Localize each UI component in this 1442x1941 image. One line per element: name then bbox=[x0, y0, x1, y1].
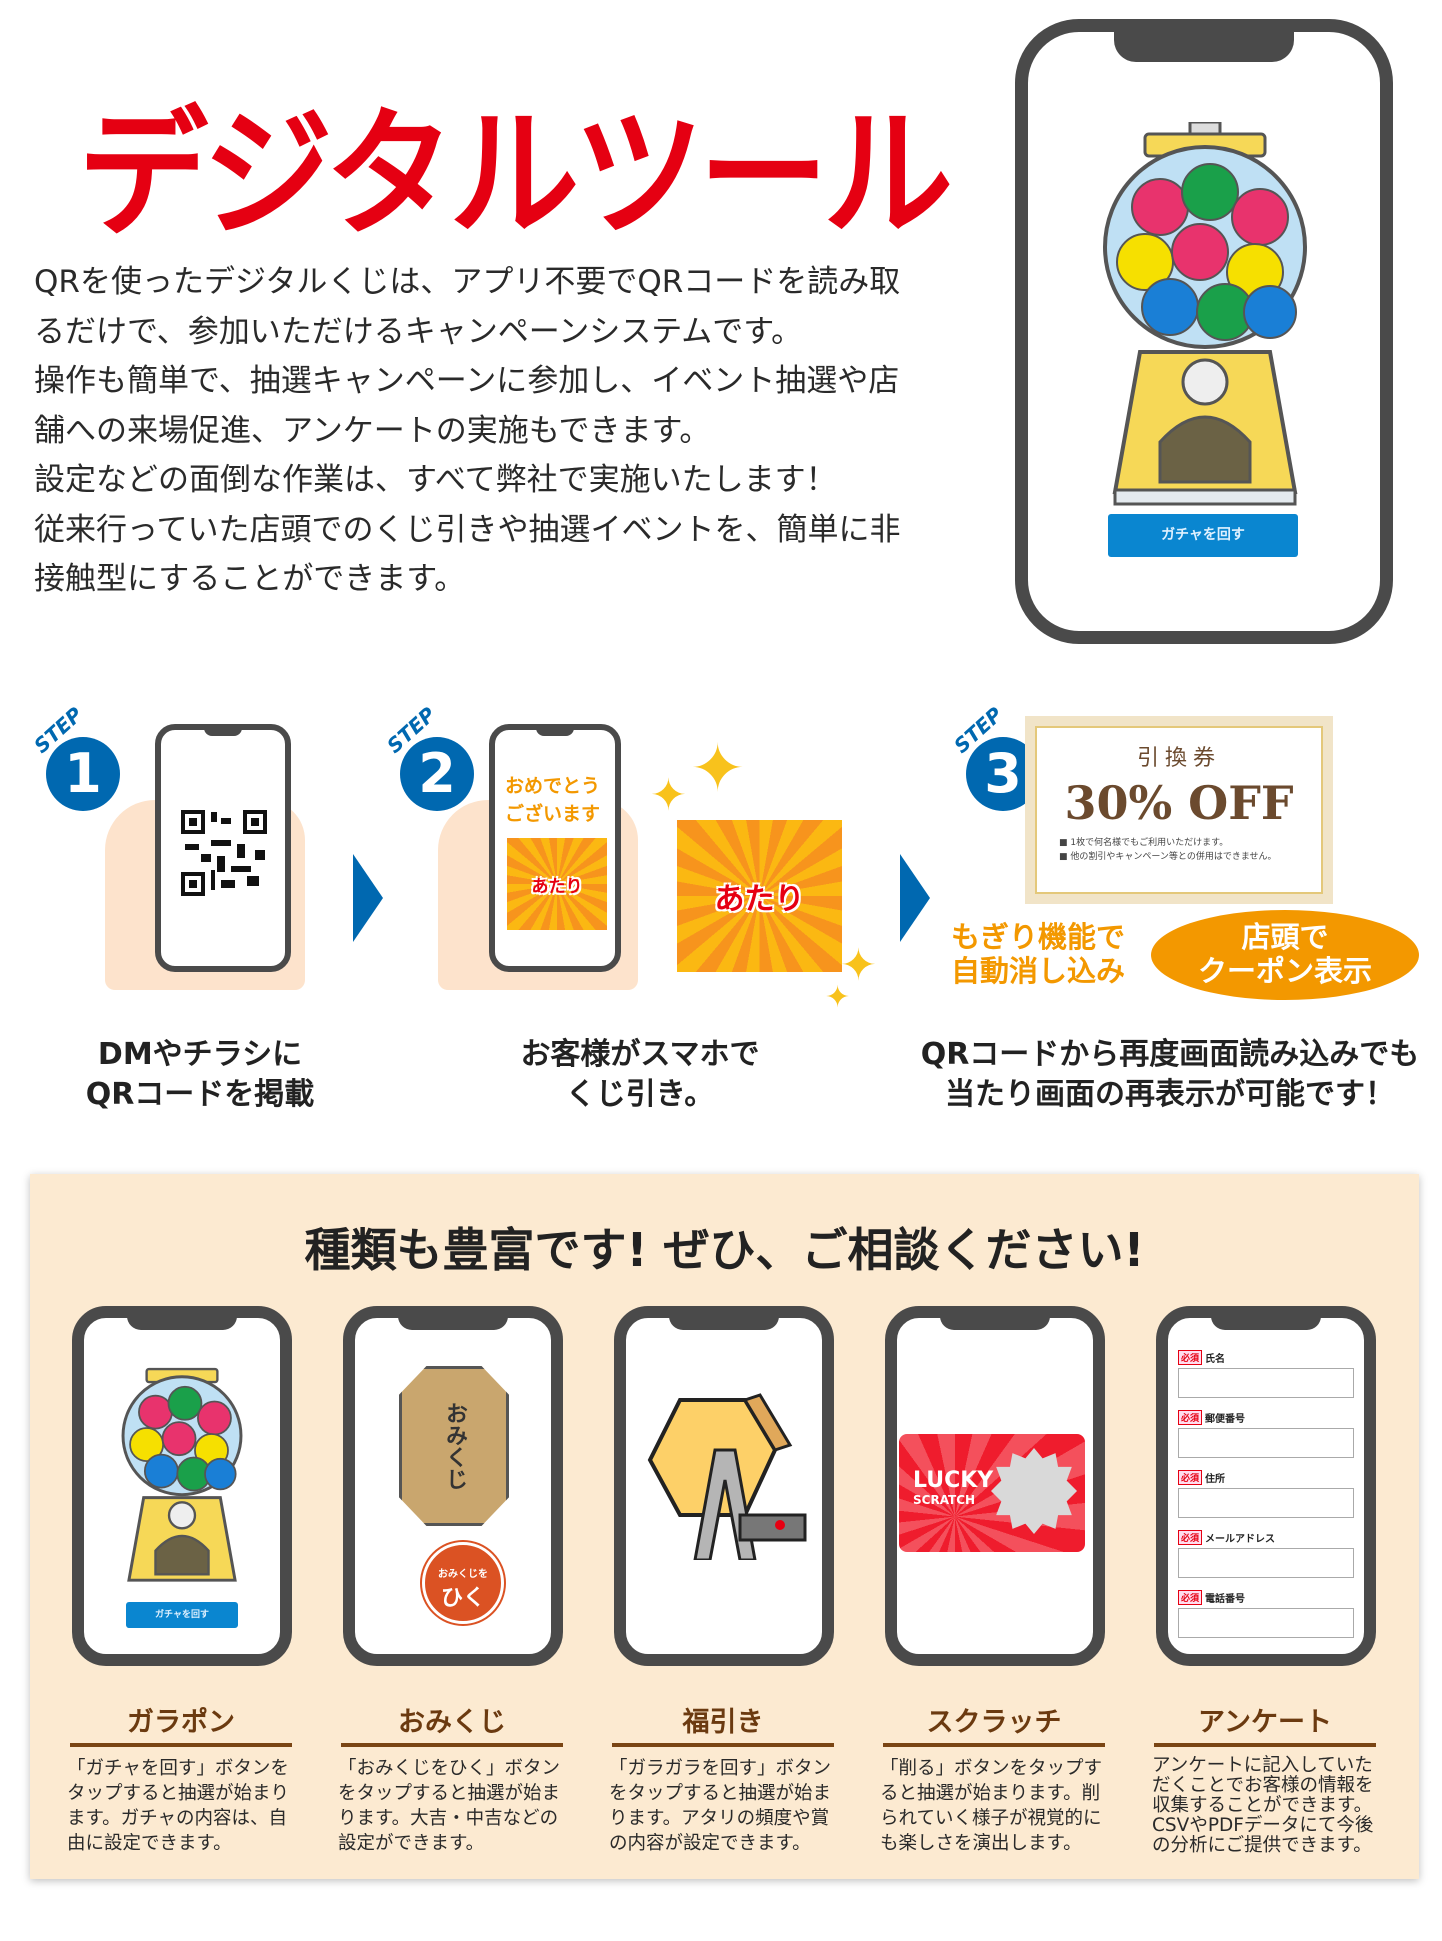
sparkle-icon: ✦ bbox=[825, 980, 851, 1015]
step-3-caption: QRコードから再度画面読み込みでも 当たり画面の再表示が可能です！ bbox=[900, 1035, 1440, 1115]
omikuji-box-label: おみくじ bbox=[442, 1402, 467, 1490]
type-label: おみくじ bbox=[341, 1700, 563, 1747]
win-burst-large: あたり bbox=[677, 820, 842, 972]
required-badge: 必須 bbox=[1178, 1530, 1203, 1545]
scratch-phone: LUCKY SCRATCH bbox=[885, 1306, 1105, 1666]
type-description: 「ガチャを回す」ボタンをタップすると抽選が始まります。ガチャの内容は、自由に設定… bbox=[67, 1758, 290, 1854]
card-line: SCRATCH bbox=[913, 1493, 976, 1507]
scratch-area[interactable] bbox=[991, 1448, 1077, 1534]
sparkle-icon: ✦ bbox=[690, 730, 746, 807]
step-1-caption: DMやチラシに QRコードを掲載 bbox=[40, 1035, 360, 1115]
gacha-machine-icon bbox=[121, 1367, 243, 1582]
draw-omikuji-button[interactable]: おみくじを ひく bbox=[422, 1542, 504, 1624]
field-label: 住所 bbox=[1205, 1474, 1226, 1485]
address-field[interactable] bbox=[1178, 1488, 1354, 1518]
page-title: デジタルツール bbox=[78, 94, 953, 257]
step-1-phone bbox=[155, 724, 291, 972]
card-line: LUCKY bbox=[913, 1468, 994, 1493]
lottery-drum-icon bbox=[647, 1393, 807, 1560]
button-line: おみくじを bbox=[438, 1569, 488, 1580]
oval-line: 店頭で bbox=[1241, 920, 1329, 954]
intro-text: QRを使ったデジタルくじは、アプリ不要でQRコードを読み取 るだけで、参加いただ… bbox=[34, 258, 994, 605]
coupon-note: ■ 他の割引やキャンペーン等との併用はできません。 bbox=[1059, 852, 1277, 862]
name-field[interactable] bbox=[1178, 1368, 1354, 1398]
intro-line: 従来行っていた店頭でのくじ引きや抽選イベントを、簡単に非 bbox=[34, 511, 901, 548]
type-description: 「ガラガラを回す」ボタンをタップすると抽選が始まります。アタリの頻度や賞の内容が… bbox=[609, 1758, 832, 1854]
feature-line: 自動消し込み bbox=[951, 954, 1126, 988]
field-label: 郵便番号 bbox=[1205, 1414, 1246, 1425]
phone-field[interactable] bbox=[1178, 1608, 1354, 1638]
type-label: アンケート bbox=[1154, 1700, 1376, 1747]
coupon: 引換券 30% OFF ■ 1枚で何名様でもご利用いただけます。 ■ 他の割引や… bbox=[1025, 716, 1333, 904]
oval-line: クーポン表示 bbox=[1197, 954, 1372, 988]
win-text: あたり bbox=[714, 882, 805, 917]
garapon-phone: ガチャを回す bbox=[72, 1306, 292, 1666]
intro-line: QRを使ったデジタルくじは、アプリ不要でQRコードを読み取 bbox=[34, 264, 901, 300]
intro-line: 接触型にすることができます。 bbox=[34, 561, 466, 597]
gacha-machine-icon bbox=[1103, 122, 1307, 506]
caption-line: 当たり画面の再表示が可能です！ bbox=[945, 1077, 1395, 1112]
intro-line: 舗への来場促進、アンケートの実施もできます。 bbox=[34, 412, 711, 449]
required-badge: 必須 bbox=[1178, 1350, 1203, 1365]
button-line: ひく bbox=[440, 1586, 485, 1611]
omikuji-box-icon: おみくじ bbox=[399, 1366, 509, 1526]
win-text: あたり bbox=[531, 876, 583, 897]
spin-gacha-button[interactable]: ガチャを回す bbox=[126, 1602, 238, 1628]
step-2-badge: 2 bbox=[400, 737, 474, 811]
types-heading: 種類も豊富です! ぜひ、ご相談ください! bbox=[304, 1223, 1145, 1277]
type-description: 「削る」ボタンをタップすると抽選が始まります。削られていく様子が視覚的にも楽しさ… bbox=[880, 1758, 1103, 1854]
required-badge: 必須 bbox=[1178, 1410, 1203, 1425]
type-label: ガラポン bbox=[70, 1700, 292, 1747]
intro-line: 操作も簡単で、抽選キャンペーンに参加し、イベント抽選や店 bbox=[34, 363, 900, 399]
email-field[interactable] bbox=[1178, 1548, 1354, 1578]
caption-line: DMやチラシに bbox=[97, 1037, 303, 1072]
coupon-display-oval: 店頭で クーポン表示 bbox=[1151, 910, 1419, 1000]
congrats-line: おめでとう bbox=[505, 775, 601, 797]
intro-line: るだけで、参加いただけるキャンペーンシステムです。 bbox=[34, 313, 803, 350]
qr-code-icon bbox=[181, 810, 267, 896]
spin-gacha-button[interactable]: ガチャを回す bbox=[1108, 514, 1298, 557]
caption-line: くじ引き。 bbox=[565, 1077, 715, 1112]
postal-code-field[interactable] bbox=[1178, 1428, 1354, 1458]
fukubiki-phone bbox=[614, 1306, 834, 1666]
required-badge: 必須 bbox=[1178, 1590, 1203, 1605]
coupon-offer: 30% OFF bbox=[1064, 776, 1294, 830]
coupon-note: ■ 1枚で何名様でもご利用いただけます。 bbox=[1059, 838, 1229, 848]
type-label: 福引き bbox=[612, 1700, 834, 1747]
caption-line: QRコードを掲載 bbox=[85, 1077, 315, 1112]
feature-line: もぎり機能で bbox=[951, 920, 1126, 954]
field-label: 氏名 bbox=[1205, 1354, 1226, 1365]
type-description: 「おみくじをひく」ボタンをタップすると抽選が始まります。大吉・中吉などの設定がで… bbox=[338, 1758, 561, 1854]
intro-line: 設定などの面倒な作業は、すべて弊社で実施いたします！ bbox=[34, 462, 837, 498]
omikuji-phone: おみくじ おみくじを ひく bbox=[343, 1306, 563, 1666]
coupon-title: 引換券 bbox=[1136, 746, 1221, 771]
type-description: アンケートに記入していただくことでお客様の情報を収集することができます。CSVや… bbox=[1152, 1755, 1374, 1856]
survey-phone: 必須氏名 必須郵便番号 必須住所 必須メールアドレス 必須電話番号 bbox=[1156, 1306, 1376, 1666]
caption-line: QRコードから再度画面読み込みでも bbox=[920, 1037, 1420, 1072]
lucky-scratch-card: LUCKY SCRATCH bbox=[899, 1434, 1085, 1552]
field-label: 電話番号 bbox=[1205, 1594, 1246, 1605]
congrats-line: ございます bbox=[505, 803, 601, 825]
sparkle-icon: ✦ bbox=[840, 940, 877, 991]
caption-line: お客様がスマホで bbox=[520, 1037, 760, 1072]
step-2-caption: お客様がスマホで くじ引き。 bbox=[470, 1035, 810, 1115]
next-arrow-icon bbox=[900, 854, 930, 942]
hero-phone: ガチャを回す bbox=[1015, 19, 1393, 644]
step-2-phone: おめでとう ございます あたり bbox=[489, 724, 621, 972]
type-label: スクラッチ bbox=[883, 1700, 1105, 1747]
auto-redeem-label: もぎり機能で 自動消し込み bbox=[951, 920, 1125, 988]
win-burst: あたり bbox=[507, 838, 607, 930]
next-arrow-icon bbox=[353, 854, 383, 942]
sparkle-icon: ✦ bbox=[650, 770, 687, 821]
field-label: メールアドレス bbox=[1205, 1534, 1276, 1545]
step-1-badge: 1 bbox=[46, 737, 120, 811]
required-badge: 必須 bbox=[1178, 1470, 1203, 1485]
